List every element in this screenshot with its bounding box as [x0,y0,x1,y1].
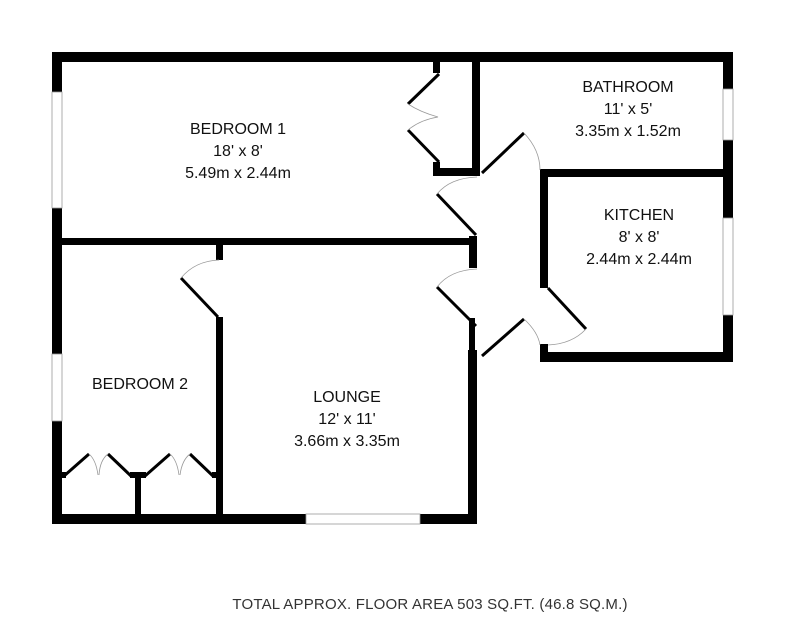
wardrobe-divider [135,474,141,519]
bedroom1-name: BEDROOM 1 [190,121,286,138]
bedroom1-imperial: 18' x 8' [213,143,263,160]
lounge-right-wall-upper [469,318,475,352]
kitchen-name: KITCHEN [604,207,674,224]
wardrobe-divider-cap [130,472,146,478]
bedroom1-door [435,176,478,237]
kitchen-imperial: 8' x 8' [619,229,660,246]
wardrobe-doors [63,452,215,478]
bathroom-name: BATHROOM [582,79,673,96]
lounge-name: LOUNGE [313,389,381,406]
lounge-door [435,268,478,328]
window-kitchen [722,217,734,316]
bedroom2-door [179,259,220,319]
bedroom2-wall-top [216,245,223,260]
bedroom2-lounge-wall [216,317,223,519]
bathroom-door [480,131,541,175]
kitchen-left-wall-lower [540,344,548,362]
bedroom1-metric: 5.49m x 2.44m [185,165,291,182]
window-bathroom [722,88,734,141]
bathroom-metric: 3.35m x 1.52m [575,123,681,140]
bedroom2-name: BEDROOM 2 [92,376,188,393]
closet-doors [406,72,441,164]
closet-wall-top [433,62,440,73]
hall-door [481,317,541,358]
hall-wall-segment [469,236,477,268]
lounge-imperial: 12' x 11' [318,411,375,428]
closet-floor-wall [433,168,480,176]
kitchen-bottom-wall [540,352,733,362]
outer-wall-right [723,52,733,362]
lounge-metric: 3.66m x 3.35m [294,433,400,450]
window-bedroom1 [51,91,63,209]
lounge-right-wall [468,350,477,524]
total-floor-area: TOTAL APPROX. FLOOR AREA 503 SQ.FT. (46.… [232,596,628,613]
outer-wall-left [52,52,62,524]
bedroom1-bottom-wall [62,238,477,245]
bathroom-imperial: 11' x 5' [604,101,653,118]
window-bedroom2 [51,353,63,422]
kitchen-left-wall [540,170,548,288]
window-lounge [305,513,421,525]
kitchen-door [546,286,588,346]
outer-wall-bottom [52,514,477,524]
bathroom-kitchen-wall [540,169,733,177]
outer-wall-top [52,52,733,62]
bathroom-left-wall [472,62,480,176]
kitchen-metric: 2.44m x 2.44m [586,251,692,268]
wardrobe-cap-right [212,472,216,478]
